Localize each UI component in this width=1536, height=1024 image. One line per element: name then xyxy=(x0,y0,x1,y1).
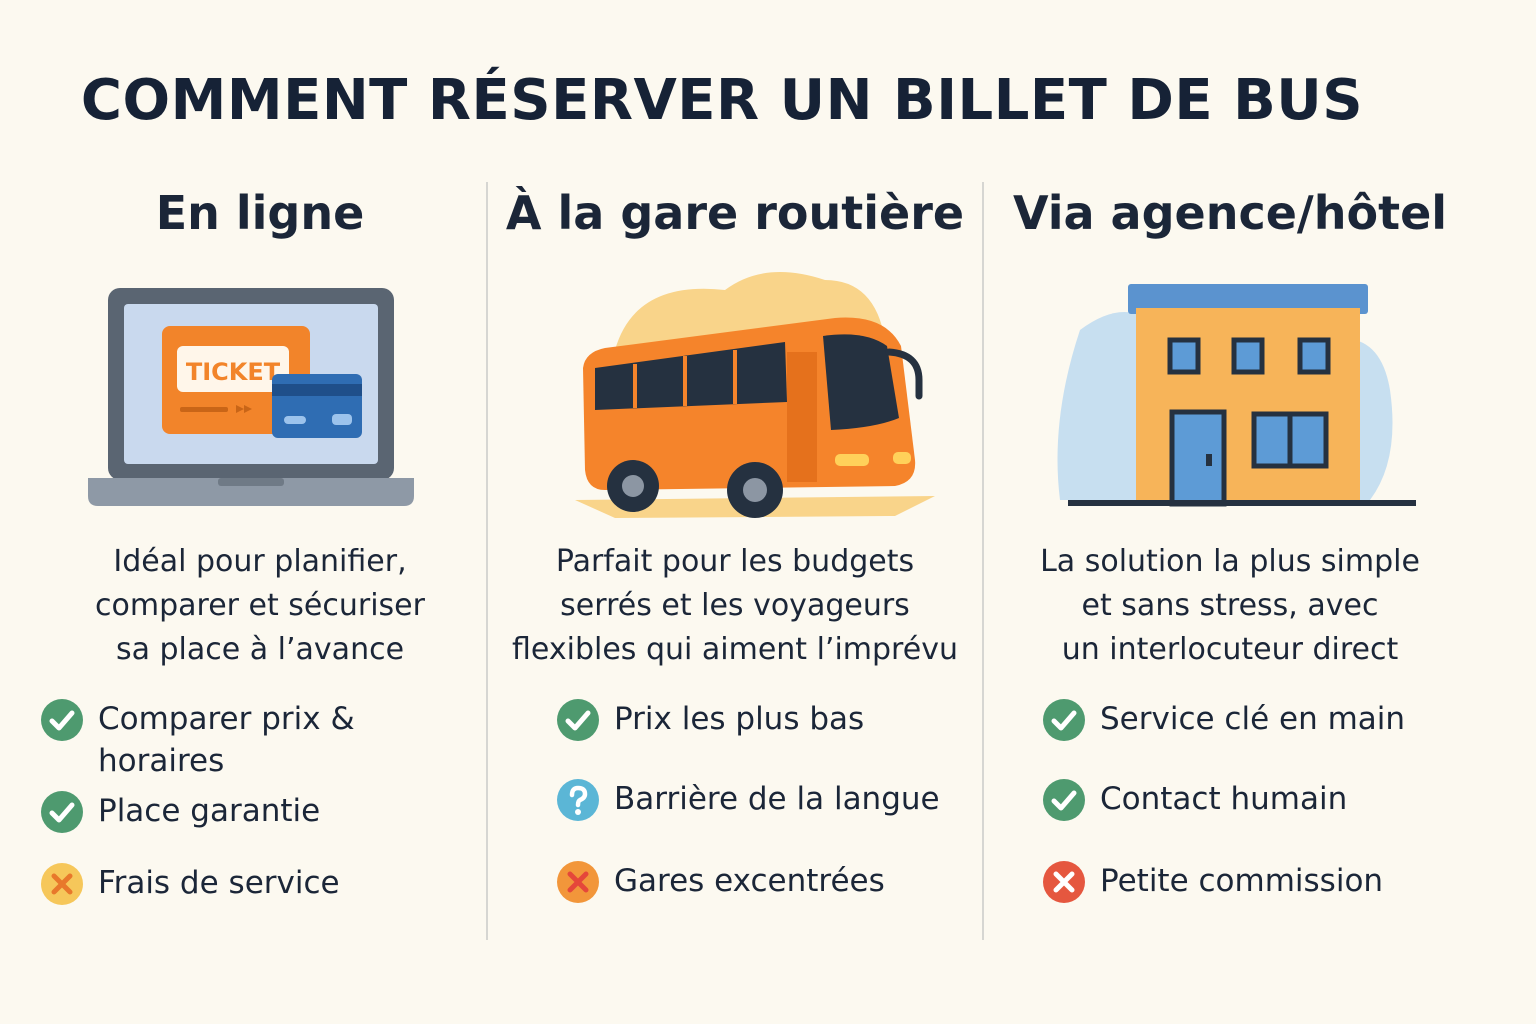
column-title: À la gare routière xyxy=(505,186,965,240)
description-line: flexibles qui aiment l’imprévu xyxy=(512,632,958,667)
ticket-label: TICKET xyxy=(186,358,281,386)
list-item: Contact humain xyxy=(1042,778,1347,822)
point-text: Contact humain xyxy=(1100,781,1348,817)
list-item: Prix les plus bas xyxy=(556,698,864,742)
column-description: La solution la plus simple et sans stres… xyxy=(990,540,1470,672)
check-icon xyxy=(41,699,83,741)
description-line: Parfait pour les budgets xyxy=(555,544,915,579)
point-text: Place garantie xyxy=(98,793,321,829)
column-online: En ligne TICKET Idéal pour planifier, co… xyxy=(40,180,480,980)
point-text: Barrière de la langue xyxy=(614,781,940,817)
point-text: Prix les plus bas xyxy=(614,701,865,737)
cross-icon xyxy=(1043,861,1085,903)
description-line: serrés et les voyageurs xyxy=(560,588,910,623)
check-icon xyxy=(1043,779,1085,821)
cross-icon xyxy=(557,861,599,903)
description-line: La solution la plus simple xyxy=(1040,544,1420,579)
column-description: Idéal pour planifier, comparer et sécuri… xyxy=(40,540,480,672)
description-line: un interlocuteur direct xyxy=(1061,632,1399,667)
building-icon xyxy=(990,260,1470,520)
point-text: Frais de service xyxy=(98,865,340,901)
list-item: Comparer prix & horaires xyxy=(40,698,380,782)
list-item: Service clé en main xyxy=(1042,698,1405,742)
list-item: Place garantie xyxy=(40,790,320,834)
point-text: Petite commission xyxy=(1100,863,1384,899)
column-title: En ligne xyxy=(155,186,365,240)
description-line: comparer et sécuriser xyxy=(95,588,425,623)
description-line: sa place à l’avance xyxy=(115,632,405,667)
point-text: Gares excentrées xyxy=(614,863,885,899)
cross-icon xyxy=(41,863,83,905)
list-item: Barrière de la langue xyxy=(556,778,940,822)
column-bus-station: À la gare routière Parfait pour les budg… xyxy=(500,180,970,980)
bus-icon xyxy=(500,260,970,520)
point-text: Service clé en main xyxy=(1100,701,1406,737)
question-icon xyxy=(557,779,599,821)
point-text: Comparer prix & horaires xyxy=(98,701,355,779)
laptop-ticket-icon: TICKET xyxy=(40,260,480,520)
column-divider xyxy=(982,182,984,940)
description-line: et sans stress, avec xyxy=(1081,588,1379,623)
check-icon xyxy=(41,791,83,833)
column-divider xyxy=(486,182,488,940)
check-icon xyxy=(557,699,599,741)
column-agency-hotel: Via agence/hôtel La solution la plus sim… xyxy=(990,180,1470,980)
page-title: COMMENT RÉSERVER UN BILLET DE BUS xyxy=(80,68,1364,133)
list-item: Frais de service xyxy=(40,862,340,906)
column-description: Parfait pour les budgets serrés et les v… xyxy=(500,540,970,672)
check-icon xyxy=(1043,699,1085,741)
description-line: Idéal pour planifier, xyxy=(113,544,407,579)
list-item: Petite commission xyxy=(1042,860,1383,904)
list-item: Gares excentrées xyxy=(556,860,885,904)
column-title: Via agence/hôtel xyxy=(1012,186,1448,240)
